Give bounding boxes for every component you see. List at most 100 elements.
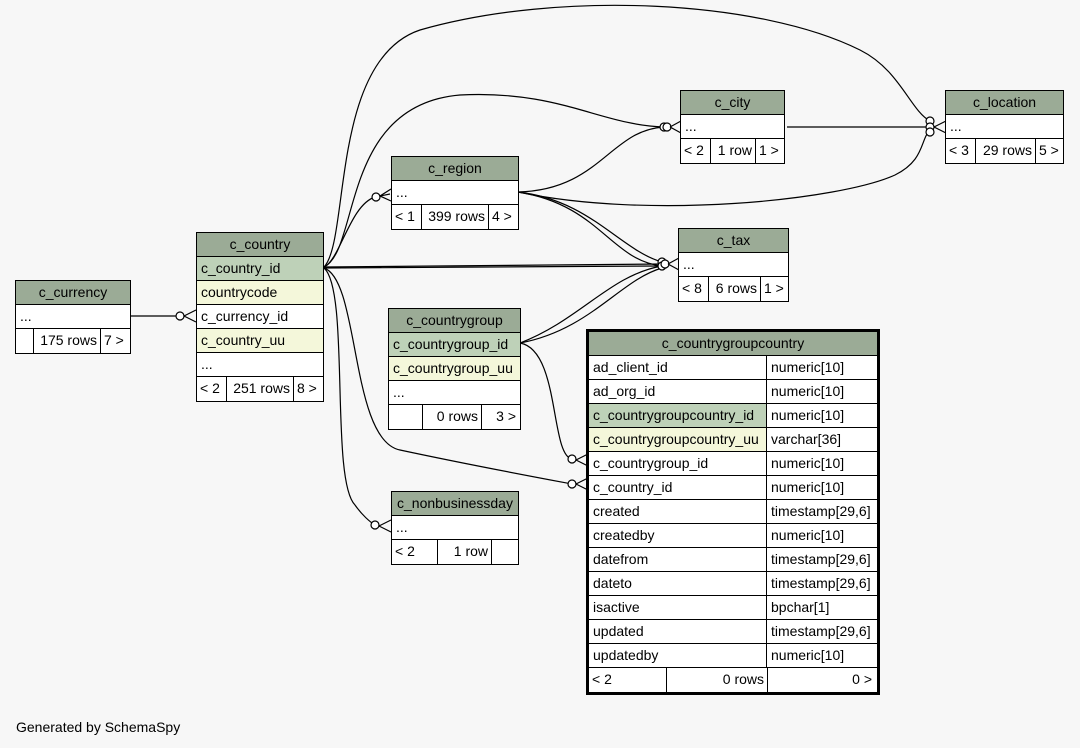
column-type: numeric[10] [767,476,877,500]
footer-parents: < 2 [681,139,711,163]
footer-children: 0 > [852,671,872,687]
footer-rowcount: 251 rows [227,377,294,401]
table-title: c_currency [16,281,130,305]
marker-circle [567,479,577,489]
column-row: ... [946,115,1063,139]
edge-country-tax-2 [323,265,663,269]
marker-circle [662,122,672,132]
column-type: timestamp[29,6] [767,620,877,644]
footer-rowcount: 0 rows [423,405,482,429]
column-row: c_countrygroup_id [389,333,520,357]
table-footer: < 2 1 row 1 > [681,139,784,163]
column-type: numeric[10] [767,404,877,428]
footer-parents: < 2 [589,668,667,692]
marker-crowfoot [669,120,682,134]
table-title: c_nonbusinessday [392,492,518,516]
footer-rowcount: 6 rows [709,277,761,301]
column-name: isactive [589,596,767,620]
table-footer: 0 rows 3 > [389,405,520,429]
table-c-tax[interactable]: c_tax ... < 8 6 rows 1 > [678,228,789,302]
column-type: numeric[10] [767,380,877,404]
table-footer: 175 rows 7 > [16,329,130,353]
table-c-nonbusinessday[interactable]: c_nonbusinessday ... < 2 1 row [391,491,519,565]
edge-cgroup-tax-2 [519,267,663,344]
table-c-region[interactable]: c_region ... < 1 399 rows 4 > [391,156,519,230]
table-footer: < 8 6 rows 1 > [679,277,788,301]
marker-circle [567,454,577,464]
marker-circle [371,192,381,202]
column-type: numeric[10] [767,452,877,476]
footer-children [492,540,518,564]
table-c-city[interactable]: c_city ... < 2 1 row 1 > [680,90,785,164]
marker-crowfoot [183,309,197,323]
column-type: varchar[36] [767,428,877,452]
column-name: dateto [589,572,767,596]
edge-region-tax-2 [517,191,663,267]
edge-country-city [323,93,665,268]
column-name: c_countrygroupcountry_uu [589,428,767,452]
column-row: c_currency_id [197,305,323,329]
table-footer: < 2 251 rows 8 > [197,377,323,401]
column-row: countrycode [197,281,323,305]
generated-by-caption: Generated by SchemaSpy [16,719,181,735]
column-type: timestamp[29,6] [767,548,877,572]
table-c-currency[interactable]: c_currency ... 175 rows 7 > [15,280,131,354]
column-name: updatedby [589,644,767,668]
marker-crowfoot [378,519,392,533]
marker-circle [175,311,185,321]
table-title: c_region [392,157,518,181]
column-row: ... [679,253,788,277]
column-name: updated [589,620,767,644]
footer-rowcount: 1 row [711,139,756,163]
column-row: c_country_id [197,257,323,281]
marker-circle [370,520,380,530]
table-c-countrygroup[interactable]: c_countrygroup c_countrygroup_id c_count… [388,308,521,430]
edge-country-location [323,4,931,268]
edge-country-region [323,193,391,268]
column-row: c_country_uu [197,329,323,353]
column-row: ... [681,115,784,139]
footer-rowcount: 29 rows [976,139,1036,163]
footer-children: 4 > [492,208,512,224]
column-type: numeric[10] [767,356,877,380]
table-c-location[interactable]: c_location ... < 3 29 rows 5 > [945,90,1064,164]
table-footer: < 1 399 rows 4 > [392,205,518,229]
marker-circle [925,127,935,137]
footer-parents [16,329,34,353]
column-type: numeric[10] [767,644,877,668]
column-row: ... [389,381,520,405]
footer-parents [389,405,423,429]
table-title: c_countrygroup [389,309,520,333]
column-row: ... [16,305,130,329]
footer-parents: < 1 [392,205,422,229]
footer-children: 1 > [764,280,784,296]
footer-rowcount: 0 rows [667,668,768,692]
footer-parents: < 2 [197,377,227,401]
column-row: c_countrygroup_uu [389,357,520,381]
marker-crowfoot [933,120,947,134]
edge-country-nonbusinessday [323,267,376,526]
column-grid: ad_client_id numeric[10] ad_org_id numer… [589,356,877,668]
column-type: numeric[10] [767,524,877,548]
column-name: created [589,500,767,524]
table-title: c_location [946,91,1063,115]
column-type: bpchar[1] [767,596,877,620]
footer-rowcount: 399 rows [422,205,489,229]
edge-cgroup-tax-1 [519,265,663,344]
edge-region-location [517,129,931,207]
column-row: ... [392,181,518,205]
table-footer: < 2 1 row [392,540,518,564]
marker-crowfoot [667,257,680,271]
footer-children: 5 > [1039,142,1059,158]
footer-rowcount: 1 row [438,540,492,564]
column-name: c_countrygroup_id [589,452,767,476]
table-footer: < 3 29 rows 5 > [946,139,1063,163]
column-name: createdby [589,524,767,548]
column-name: ad_client_id [589,356,767,380]
table-c-countrygroupcountry[interactable]: c_countrygroupcountry ad_client_id numer… [586,329,880,695]
footer-children: 3 > [496,408,516,424]
column-name: c_country_id [589,476,767,500]
table-title: c_country [197,233,323,257]
table-c-country[interactable]: c_country c_country_id countrycode c_cur… [196,232,324,402]
